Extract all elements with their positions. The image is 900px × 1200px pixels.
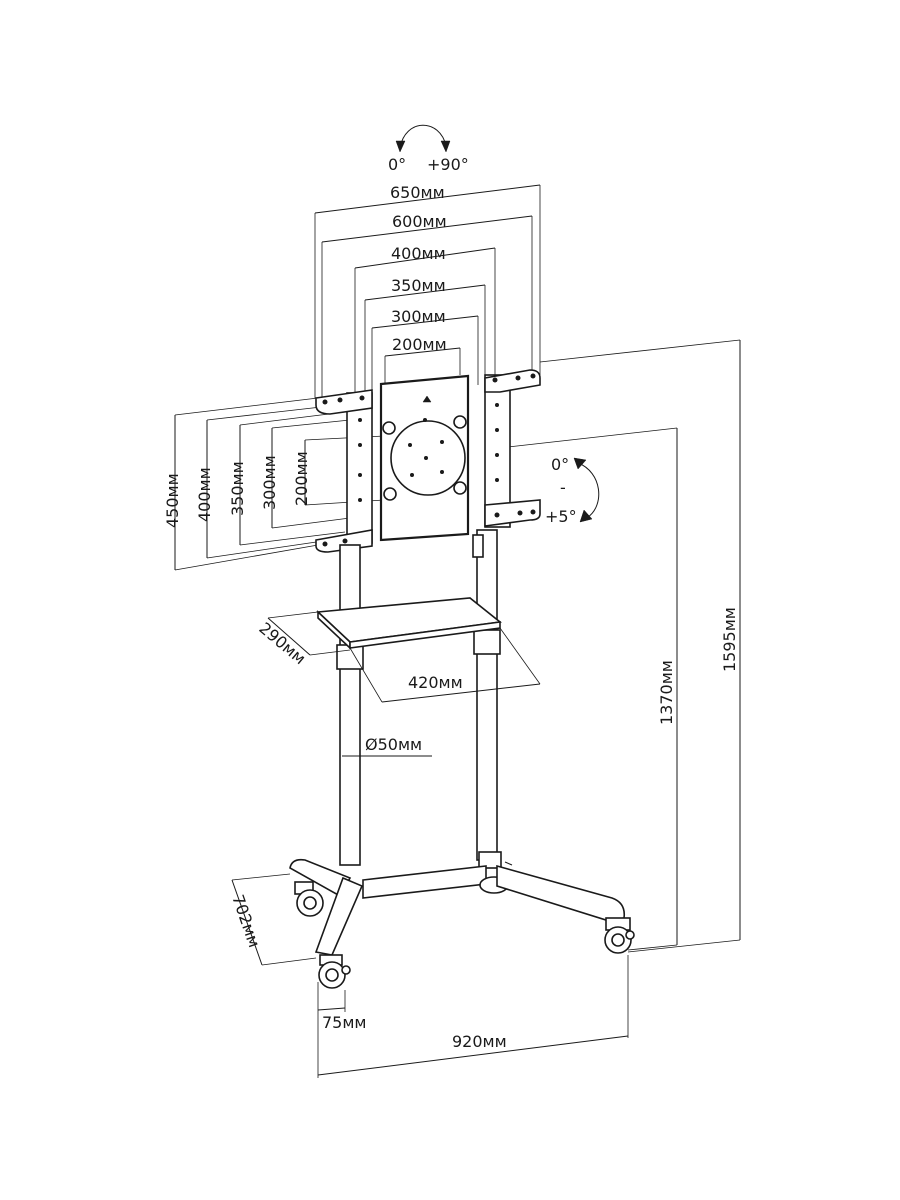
tilt-bottom-label: +5° — [545, 507, 577, 526]
height-350-label: 350мм — [228, 461, 247, 516]
left-front-leg — [314, 876, 364, 956]
mount-height-label: 1370мм — [657, 660, 676, 725]
width-200-label: 200мм — [392, 335, 447, 354]
caster-right — [604, 917, 635, 954]
width-300-label: 300мм — [391, 307, 446, 326]
poles — [336, 529, 502, 869]
rotation-to-label: +90° — [427, 155, 469, 174]
right-top-bracket — [484, 369, 541, 393]
caster-rear-left — [294, 881, 324, 917]
base — [289, 858, 626, 956]
shelf-depth-label: 290мм — [255, 619, 309, 669]
cross-bar — [362, 865, 487, 899]
tilt-mid-label: - — [560, 478, 566, 497]
shelf — [316, 597, 502, 650]
rotation-from-label: 0° — [388, 155, 406, 174]
casters — [294, 881, 635, 989]
shelf-dimension-lines — [267, 611, 541, 703]
width-650-label: 650мм — [390, 183, 445, 202]
caster-offset-label: 75мм — [322, 1013, 367, 1032]
base-width-label: 920мм — [452, 1032, 507, 1051]
left-top-bracket — [315, 389, 373, 415]
right-arm — [484, 374, 511, 528]
mounting-arms — [315, 369, 541, 553]
caster-front-left — [318, 954, 351, 989]
rotation-arrow-icon — [395, 124, 451, 153]
right-bottom-bracket — [484, 499, 541, 527]
width-400-label: 400мм — [391, 244, 446, 263]
vertical-dimension-lines — [174, 397, 385, 571]
mounting-plate — [379, 374, 470, 542]
height-200-label: 200мм — [292, 451, 311, 506]
left-arm — [346, 392, 373, 544]
base-dimension-lines — [231, 873, 629, 1078]
right-pole — [476, 529, 498, 861]
height-dimension-lines — [507, 339, 741, 953]
height-450-label: 450мм — [163, 473, 182, 528]
tilt-top-label: 0° — [551, 455, 569, 474]
tilt-arrow-icon — [573, 457, 600, 523]
horizontal-dimension-lines — [314, 184, 541, 400]
width-350-label: 350мм — [391, 276, 446, 295]
left-rear-leg — [289, 858, 352, 898]
base-depth-label: 702мм — [228, 892, 264, 950]
shelf-width-label: 420мм — [408, 673, 463, 692]
pole-diameter-label: Ø50мм — [365, 735, 422, 754]
width-600-label: 600мм — [392, 212, 447, 231]
right-leg — [496, 864, 626, 921]
left-pole — [339, 544, 361, 866]
max-height-label: 1595мм — [720, 607, 739, 672]
height-400-label: 400мм — [195, 467, 214, 522]
height-300-label: 300мм — [260, 455, 279, 510]
